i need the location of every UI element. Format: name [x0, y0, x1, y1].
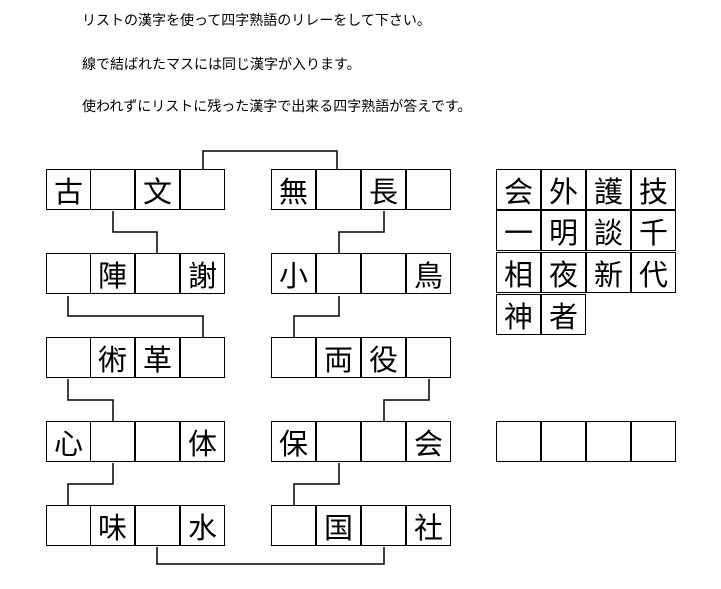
puzzle-cell[interactable] — [180, 337, 225, 378]
puzzle-cell[interactable] — [316, 421, 361, 462]
puzzle-cell[interactable]: 心 — [46, 421, 91, 462]
puzzle-cell[interactable]: 保 — [271, 421, 316, 462]
puzzle-cell[interactable]: 術 — [90, 337, 135, 378]
connector-line — [202, 150, 338, 170]
connector-line — [67, 379, 114, 421]
connector-line — [156, 547, 385, 565]
kanji-list-cell: 技 — [631, 169, 676, 210]
puzzle-cell[interactable] — [90, 169, 135, 210]
puzzle-cell[interactable]: 社 — [406, 505, 451, 546]
puzzle-cell[interactable] — [406, 337, 451, 378]
kanji-list-cell: 夜 — [541, 252, 586, 293]
answer-cell[interactable] — [496, 421, 541, 462]
connector-line — [293, 463, 340, 505]
puzzle-cell[interactable] — [135, 505, 180, 546]
kanji-list-cell: 者 — [541, 294, 586, 335]
puzzle-cell[interactable]: 長 — [361, 169, 406, 210]
connector-line — [67, 296, 204, 337]
puzzle-cell[interactable]: 文 — [135, 169, 180, 210]
kanji-list-cell: 新 — [586, 252, 631, 293]
puzzle-cell[interactable] — [46, 253, 91, 294]
kanji-list-cell: 談 — [586, 210, 631, 251]
connector-line — [383, 379, 430, 421]
instruction-2: 線で結ばれたマスには同じ漢字が入ります。 — [82, 57, 361, 73]
puzzle-cell[interactable] — [316, 253, 361, 294]
instruction-1: リストの漢字を使って四字熟語のリレーをして下さい。 — [82, 13, 431, 29]
puzzle-cell[interactable]: 役 — [361, 337, 406, 378]
puzzle-cell[interactable]: 国 — [316, 505, 361, 546]
instruction-3: 使われずにリストに残った漢字で出来る四字熟語が答えです。 — [82, 99, 472, 115]
puzzle-cell[interactable] — [46, 505, 91, 546]
connector-line — [112, 211, 158, 254]
puzzle-cell[interactable] — [361, 421, 406, 462]
kanji-list-cell: 一 — [496, 210, 541, 251]
puzzle-cell[interactable]: 体 — [180, 421, 225, 462]
puzzle-cell[interactable] — [361, 253, 406, 294]
puzzle-cell[interactable]: 会 — [406, 421, 451, 462]
kanji-list-cell: 外 — [541, 169, 586, 210]
answer-cell[interactable] — [586, 421, 631, 462]
puzzle-cell[interactable] — [271, 505, 316, 546]
puzzle-cell[interactable] — [271, 337, 316, 378]
kanji-list-cell: 代 — [631, 252, 676, 293]
puzzle-cell[interactable]: 謝 — [180, 253, 225, 294]
puzzle-cell[interactable] — [135, 253, 180, 294]
kanji-list-cell: 護 — [586, 169, 631, 210]
puzzle-cell[interactable] — [406, 169, 451, 210]
puzzle-cell[interactable] — [135, 421, 180, 462]
puzzle-cell[interactable] — [90, 421, 135, 462]
puzzle-cell[interactable]: 水 — [180, 505, 225, 546]
puzzle-cell[interactable] — [46, 337, 91, 378]
kanji-list-cell: 相 — [496, 252, 541, 293]
puzzle-cell[interactable]: 小 — [271, 253, 316, 294]
puzzle-cell[interactable]: 革 — [135, 337, 180, 378]
answer-cell[interactable] — [631, 421, 676, 462]
puzzle-cell[interactable]: 無 — [271, 169, 316, 210]
connector-line — [338, 211, 385, 254]
puzzle-cell[interactable] — [361, 505, 406, 546]
kanji-list-cell: 明 — [541, 210, 586, 251]
connector-line — [293, 296, 340, 337]
answer-cell[interactable] — [541, 421, 586, 462]
puzzle-cell[interactable]: 味 — [90, 505, 135, 546]
kanji-list-cell: 神 — [496, 294, 541, 335]
puzzle-cell[interactable]: 鳥 — [406, 253, 451, 294]
kanji-list-cell: 会 — [496, 169, 541, 210]
puzzle-cell[interactable]: 両 — [316, 337, 361, 378]
puzzle-cell[interactable]: 古 — [46, 169, 91, 210]
puzzle-cell[interactable]: 陣 — [90, 253, 135, 294]
kanji-list-cell: 千 — [631, 210, 676, 251]
puzzle-cell[interactable] — [180, 169, 225, 210]
connector-line — [67, 463, 114, 505]
puzzle-cell[interactable] — [316, 169, 361, 210]
